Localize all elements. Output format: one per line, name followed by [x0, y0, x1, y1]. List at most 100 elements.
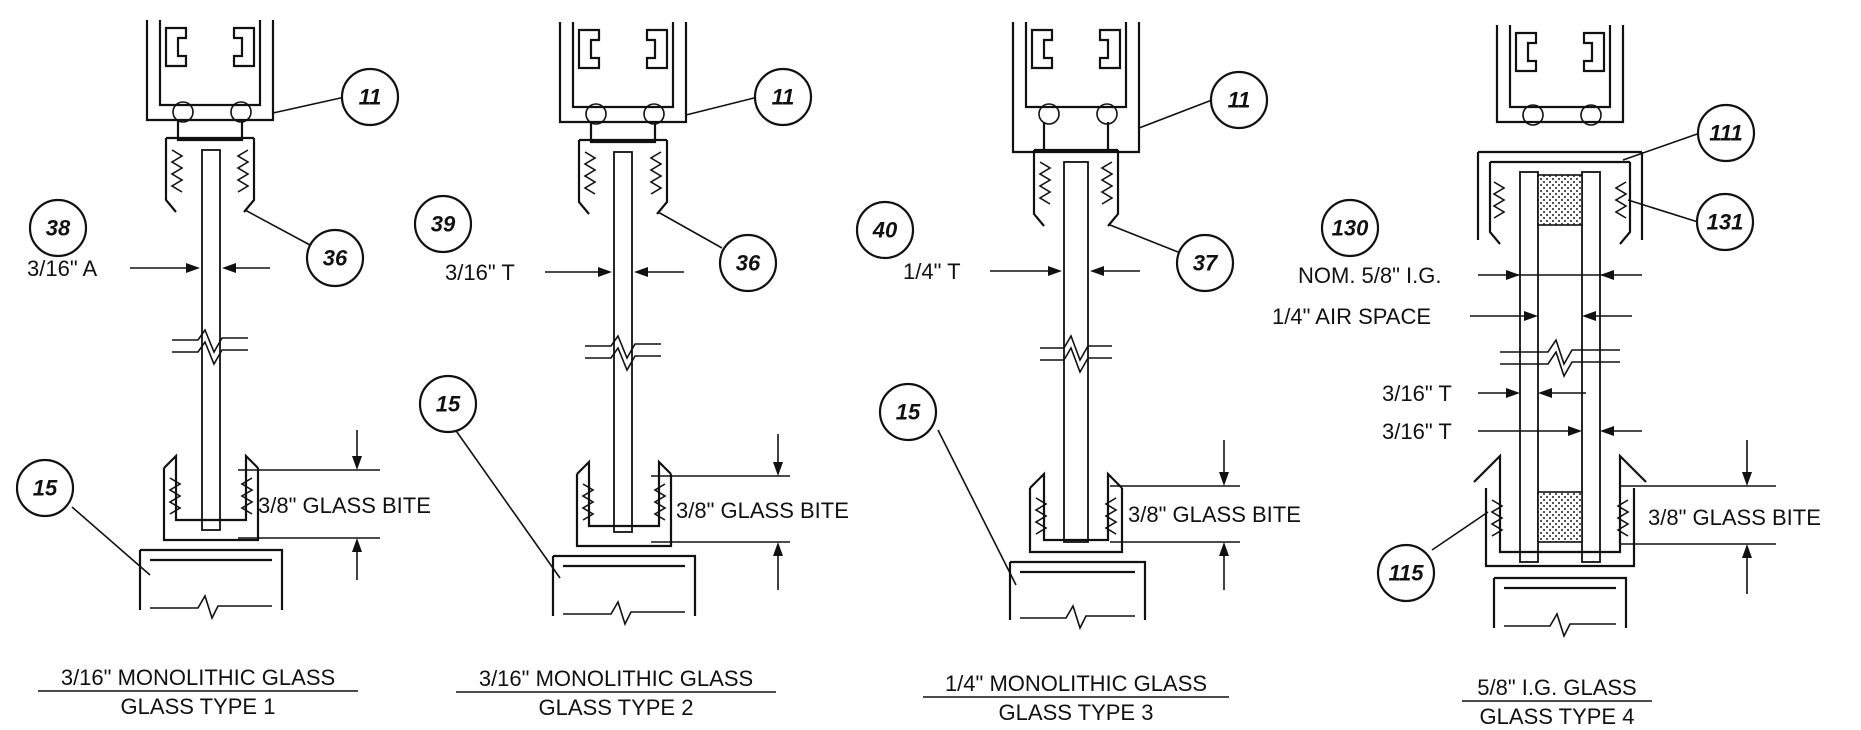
- callout-head: 111: [1696, 103, 1756, 163]
- glass-bite-label: 3/8" GLASS BITE: [258, 493, 431, 518]
- break-line: [585, 334, 661, 372]
- title-line-1: 3/16" MONOLITHIC GLASS: [61, 665, 335, 690]
- section-title: 3/16" MONOLITHIC GLASS GLASS TYPE 2: [456, 666, 776, 720]
- title-line-2: GLASS TYPE 3: [999, 700, 1154, 725]
- callout-sill: 15: [418, 374, 478, 434]
- section-glass-type-4: 111 131 130 115 NOM. 5/8" I.G. 1/4" AIR …: [1272, 25, 1821, 729]
- callout-sill: 15: [15, 458, 75, 518]
- glass-bite-label: 3/8" GLASS BITE: [1128, 502, 1301, 527]
- break-line: [1500, 338, 1620, 378]
- sill-frame: [551, 554, 697, 627]
- title-line-1: 3/16" MONOLITHIC GLASS: [479, 666, 753, 691]
- air-space-dimension: 1/4" AIR SPACE: [1272, 304, 1632, 329]
- sill-glazing-pocket: [1473, 453, 1647, 568]
- svg-text:11: 11: [359, 85, 382, 110]
- leader-head: [1138, 99, 1213, 129]
- bite-dimension: 3/8" GLASS BITE: [238, 430, 431, 580]
- sill-frame: [1492, 576, 1628, 639]
- leader-sill: [451, 424, 561, 579]
- head-glazing-pocket: [1488, 162, 1632, 245]
- glass-bite-label: 3/8" GLASS BITE: [676, 498, 849, 523]
- title-line-2: GLASS TYPE 4: [1480, 704, 1635, 729]
- callout-ref: 38: [28, 198, 88, 258]
- section-title: 1/4" MONOLITHIC GLASS GLASS TYPE 3: [923, 671, 1229, 725]
- callout-ref: 130: [1320, 198, 1380, 258]
- leader-sill: [71, 506, 151, 576]
- callout-ref: 39: [413, 194, 473, 254]
- svg-text:36: 36: [323, 246, 348, 271]
- air-space-label: 1/4" AIR SPACE: [1272, 304, 1431, 329]
- svg-text:37: 37: [1193, 251, 1219, 276]
- section-title: 3/16" MONOLITHIC GLASS GLASS TYPE 1: [38, 665, 358, 719]
- svg-text:15: 15: [33, 476, 58, 501]
- svg-text:15: 15: [896, 400, 921, 425]
- callout-gasket: 37: [1175, 233, 1235, 293]
- bite-dimension: 3/8" GLASS BITE: [1620, 440, 1821, 594]
- leader-head: [272, 96, 346, 114]
- callout-gasket: 131: [1695, 192, 1755, 252]
- callout-head: 11: [753, 67, 813, 127]
- bite-dimension: 3/8" GLASS BITE: [1110, 440, 1301, 590]
- callout-gasket: 36: [305, 228, 365, 288]
- thickness-dimension: 1/4" T: [903, 259, 1140, 284]
- ig-thickness-dimension: NOM. 5/8" I.G.: [1298, 263, 1642, 288]
- leader-head: [1622, 132, 1701, 161]
- ig-label: NOM. 5/8" I.G.: [1298, 263, 1442, 288]
- callout-head: 11: [340, 67, 400, 127]
- leader-gasket: [1109, 224, 1179, 253]
- head-frame: [1011, 22, 1141, 154]
- leader-gasket: [244, 209, 311, 246]
- callout-sill: 15: [878, 382, 938, 442]
- lite1-dimension: 3/16" T: [1382, 381, 1586, 406]
- svg-text:130: 130: [1332, 216, 1369, 241]
- title-line-2: GLASS TYPE 1: [121, 694, 276, 719]
- head-frame: [1476, 25, 1644, 240]
- glass-lite: [613, 151, 633, 533]
- title-line-2: GLASS TYPE 2: [539, 695, 694, 720]
- leader-sill: [1431, 511, 1489, 551]
- insulated-glass-unit: [1519, 171, 1601, 563]
- sill-frame: [1008, 560, 1147, 631]
- svg-text:38: 38: [46, 216, 71, 241]
- svg-text:115: 115: [1388, 561, 1424, 586]
- head-frame: [145, 20, 275, 142]
- sill-glazing-pocket: [575, 459, 673, 548]
- svg-text:40: 40: [872, 218, 898, 243]
- title-line-1: 1/4" MONOLITHIC GLASS: [945, 671, 1207, 696]
- svg-text:131: 131: [1707, 210, 1744, 235]
- head-glazing-pocket: [164, 136, 256, 213]
- svg-text:15: 15: [436, 392, 461, 417]
- sill-frame: [138, 548, 284, 621]
- callout-gasket: 36: [718, 233, 778, 293]
- section-glass-type-2: 11 36 39 15 3/16" T 3/8" GLAS: [413, 22, 849, 720]
- svg-text:111: 111: [1709, 121, 1742, 146]
- thickness-label: 3/16" T: [445, 260, 515, 285]
- break-line: [1040, 334, 1112, 374]
- title-line-1: 5/8" I.G. GLASS: [1477, 675, 1636, 700]
- lite1-label: 3/16" T: [1382, 381, 1452, 406]
- head-frame: [558, 22, 688, 144]
- callout-sill: 115: [1376, 543, 1436, 603]
- section-glass-type-3: 11 37 40 15 1/4" T 3/8" GLASS: [855, 22, 1301, 725]
- leader-gasket: [1627, 199, 1699, 223]
- glass-lite: [201, 149, 221, 531]
- sill-glazing-pocket: [1028, 471, 1124, 554]
- leader-head: [685, 96, 759, 116]
- head-glazing-pocket: [1032, 148, 1120, 227]
- callout-ref: 40: [855, 200, 915, 260]
- bite-dimension: 3/8" GLASS BITE: [651, 434, 849, 590]
- lite2-label: 3/16" T: [1382, 419, 1452, 444]
- leader-gasket: [657, 211, 723, 249]
- svg-text:11: 11: [1228, 88, 1251, 113]
- lite2-dimension: 3/16" T: [1382, 419, 1642, 444]
- section-glass-type-1: 11 36 38 15 3/16" A: [15, 20, 431, 719]
- thickness-dimension: 3/16" T: [445, 260, 684, 285]
- head-glazing-pocket: [577, 138, 669, 215]
- svg-text:36: 36: [736, 251, 761, 276]
- section-title: 5/8" I.G. GLASS GLASS TYPE 4: [1462, 675, 1652, 729]
- break-line: [172, 328, 248, 366]
- sill-glazing-pocket: [162, 453, 260, 542]
- ig-spacer-top: [1537, 174, 1583, 226]
- thickness-label: 1/4" T: [903, 259, 961, 284]
